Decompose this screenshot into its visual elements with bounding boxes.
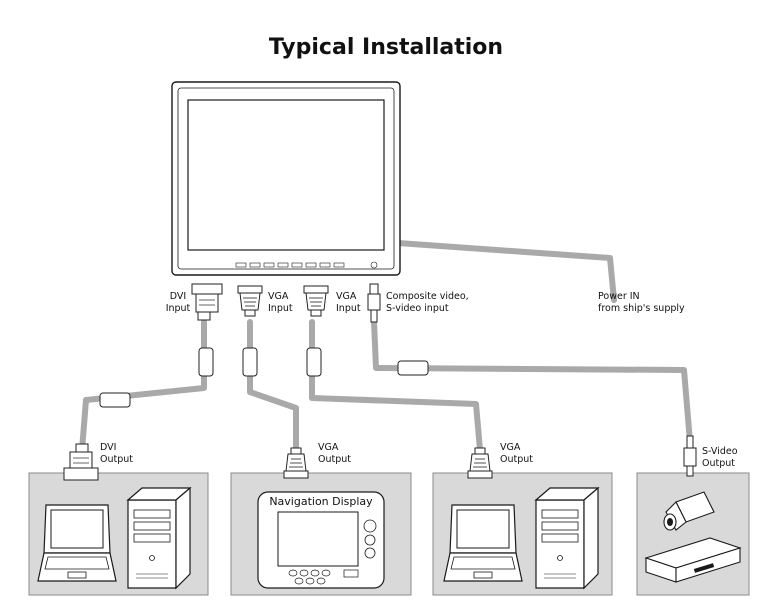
- composite-input-label: Composite video,S-video input: [386, 291, 469, 314]
- ferrite-choke-icon: [198, 347, 214, 377]
- pc-tower-icon: [127, 487, 191, 589]
- ferrite-choke-icon: [99, 392, 131, 408]
- dvi-cable: [79, 319, 207, 453]
- ferrite-choke-icon: [306, 347, 322, 377]
- camera-icon: [663, 491, 715, 531]
- vga-input-connector-2-icon: [303, 285, 329, 317]
- dvi-input-connector-icon: [191, 283, 223, 321]
- monitor-icon: [171, 81, 401, 276]
- navigation-display-icon: [257, 491, 385, 589]
- ferrite-choke-icon: [242, 347, 258, 377]
- vga-input-connector-1-icon: [237, 285, 263, 317]
- power-cable: [395, 240, 617, 303]
- laptop-icon: [443, 504, 523, 582]
- vga-output-connector-2-icon: [467, 447, 493, 479]
- vga-cable-1: [247, 319, 299, 453]
- diagram-title: Typical Installation: [269, 35, 503, 60]
- svideo-plug-icon: [683, 435, 697, 477]
- laptop-icon: [37, 504, 117, 582]
- ferrite-choke-icon: [397, 360, 429, 376]
- dvd-player-icon: [644, 537, 742, 583]
- svideo-cable: [371, 319, 693, 445]
- navigation-display-label: Navigation Display: [269, 495, 373, 508]
- pc-tower-icon: [535, 487, 599, 589]
- vga-output-connector-1-icon: [283, 447, 309, 479]
- rca-plug-icon: [367, 283, 381, 323]
- vga-cable-2: [309, 319, 483, 453]
- dvi-output-connector-icon: [63, 443, 99, 481]
